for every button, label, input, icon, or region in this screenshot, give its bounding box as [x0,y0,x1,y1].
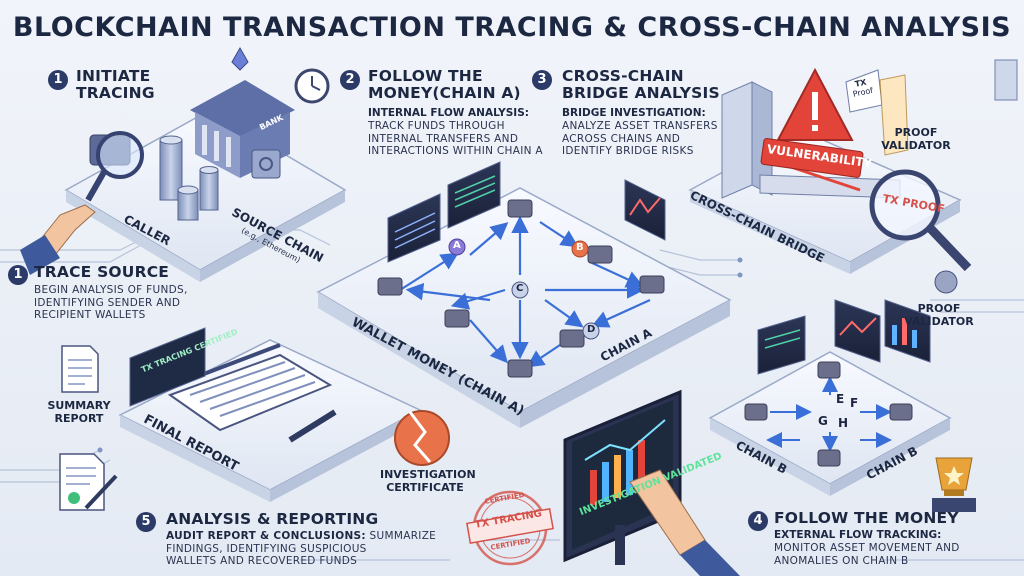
step-2-body-line3: INTERACTIONS WITHIN CHAIN A [368,145,543,157]
step-3-heading-line2: BRIDGE ANALYSIS [562,84,720,102]
chain-a-screens [387,161,666,263]
step-3-body: ANALYZE ASSET TRANSFERS ACROSS CHAINS AN… [562,120,718,158]
safe-icon [251,149,281,179]
warning-triangle-icon [776,67,854,141]
chain-b-node-g: G [818,414,828,428]
chain-a-node-c-letter: C [516,283,524,294]
step-3-body-line2: ACROSS CHAINS AND [562,132,681,145]
step-5-badge: 5 [136,512,156,532]
chain-b-screens [757,299,931,375]
step-2-heading-line1: FOLLOW THE [368,67,483,85]
step-2-badge: 2 [340,70,360,90]
step-5-body-line2: FINDINGS, IDENTIFYING SUSPICIOUS [166,542,367,555]
step-1-badge: 1 [48,70,68,90]
step-3-body-line1: ANALYZE ASSET TRANSFERS [562,120,718,132]
step-3-subheading: BRIDGE INVESTIGATION: [562,107,706,119]
chain-a-node-a-letter: A [453,240,461,251]
proof-validator-top-label: PROOF VALIDATOR [881,126,951,152]
investigation-validated-monitor [563,389,740,576]
chain-a-node-d-letter: D [587,324,596,335]
trace-source-body-line2: IDENTIFYING SENDER AND [34,296,181,309]
signed-document-icon [59,453,118,511]
chain-a-wallet-icons [377,199,665,378]
page-title: BLOCKCHAIN TRANSACTION TRACING & CROSS-C… [12,12,1012,43]
server-rack-icon [721,81,773,199]
proof-validator-mid-label: PROOF VALIDATOR [904,302,974,328]
step-5-heading: ANALYSIS & REPORTING [166,510,379,528]
trace-source-badge: 1 [8,265,28,285]
step-2-body-line1: TRACK FUNDS THROUGH [368,120,505,132]
summary-report-label: SUMMARY REPORT [47,399,111,425]
step-5-subheading: AUDIT REPORT & CONCLUSIONS: [166,530,366,542]
node-circle-c [511,281,529,299]
chain-a-node-a [448,238,466,260]
step-2-heading: FOLLOW THE MONEY(CHAIN A) [368,68,521,102]
step-5-body: AUDIT REPORT & CONCLUSIONS: SUMMARIZE FI… [166,530,436,568]
clock-icon [294,68,330,104]
step-5-body-line3: WALLETS AND RECOVERED FUNDS [166,555,358,567]
step-2-body-line2: INTERNAL TRANSFERS AND [368,132,519,145]
step-4-badge: 4 [748,511,768,531]
trace-source-body-line1: BEGIN ANALYSIS OF FUNDS, [34,284,188,296]
chain-a-node-d [582,322,600,344]
wallet-magnifier-icon [20,131,144,275]
step-4-subheading: EXTERNAL FLOW TRACKING: [774,529,942,541]
broken-certificate-icon [394,410,450,466]
step-4-body-line1: MONITOR ASSET MOVEMENT AND [774,542,960,554]
chain-b-node-e: E [836,392,845,406]
chain-a-node-c [511,281,529,303]
platform-bridge [688,59,1018,294]
investigation-certificate-label: INVESTIGATION CERTIFICATE [380,468,476,494]
platform-chain-b [708,299,952,496]
chain-b-node-f: F [850,396,859,410]
step-1-heading-line2: TRACING [76,84,155,102]
pen-icon [288,409,337,443]
step-4-body: MONITOR ASSET MOVEMENT AND ANOMALIES ON … [774,542,960,567]
trace-source-heading: TRACE SOURCE [34,263,170,281]
validator-coin-icon [934,270,958,294]
step-2-heading-line2: MONEY(CHAIN A) [368,84,521,102]
step-5-body-inline: SUMMARIZE [369,530,437,542]
step-3-badge: 3 [532,70,552,90]
node-circle-a [448,238,466,256]
trace-source-body: BEGIN ANALYSIS OF FUNDS, IDENTIFYING SEN… [34,284,188,322]
step-4-body-line2: ANOMALIES ON CHAIN B [774,554,909,567]
node-circle-b [571,240,589,258]
chain-a-node-b-letter: B [576,242,584,253]
step-3-body-line3: IDENTIFY BRIDGE RISKS [562,145,694,157]
step-1-heading: INITIATE TRACING [76,68,155,102]
node-circle-d [582,322,600,340]
chain-b-flow-arrows [766,376,892,452]
server-rack-small-icon [994,59,1018,101]
summary-report-document-icon [61,345,99,393]
step-2-subheading: INTERNAL FLOW ANALYSIS: [368,107,529,119]
trace-source-body-line3: RECIPIENT WALLETS [34,309,146,321]
step-2-body: TRACK FUNDS THROUGH INTERNAL TRANSFERS A… [368,120,543,158]
platform-source-chain [20,46,347,282]
step-4-heading: FOLLOW THE MONEY [774,509,959,527]
step-3-heading: CROSS-CHAIN BRIDGE ANALYSIS [562,68,720,102]
chain-b-wallet-icons [744,361,913,467]
platform-chain-a [316,161,732,428]
certified-stamp-icon [466,490,554,566]
chain-b-node-h: H [838,416,849,430]
platform-final-report [118,327,422,502]
chain-a-flow-arrows [399,215,651,368]
trophy-icon [932,457,976,512]
coin-stacks-icon [159,135,219,221]
step-3-heading-line1: CROSS-CHAIN [562,67,684,85]
tx-proof-magnifier-icon [869,169,972,272]
chain-a-node-b [571,240,589,262]
step-1-heading-line1: INITIATE [76,67,151,85]
